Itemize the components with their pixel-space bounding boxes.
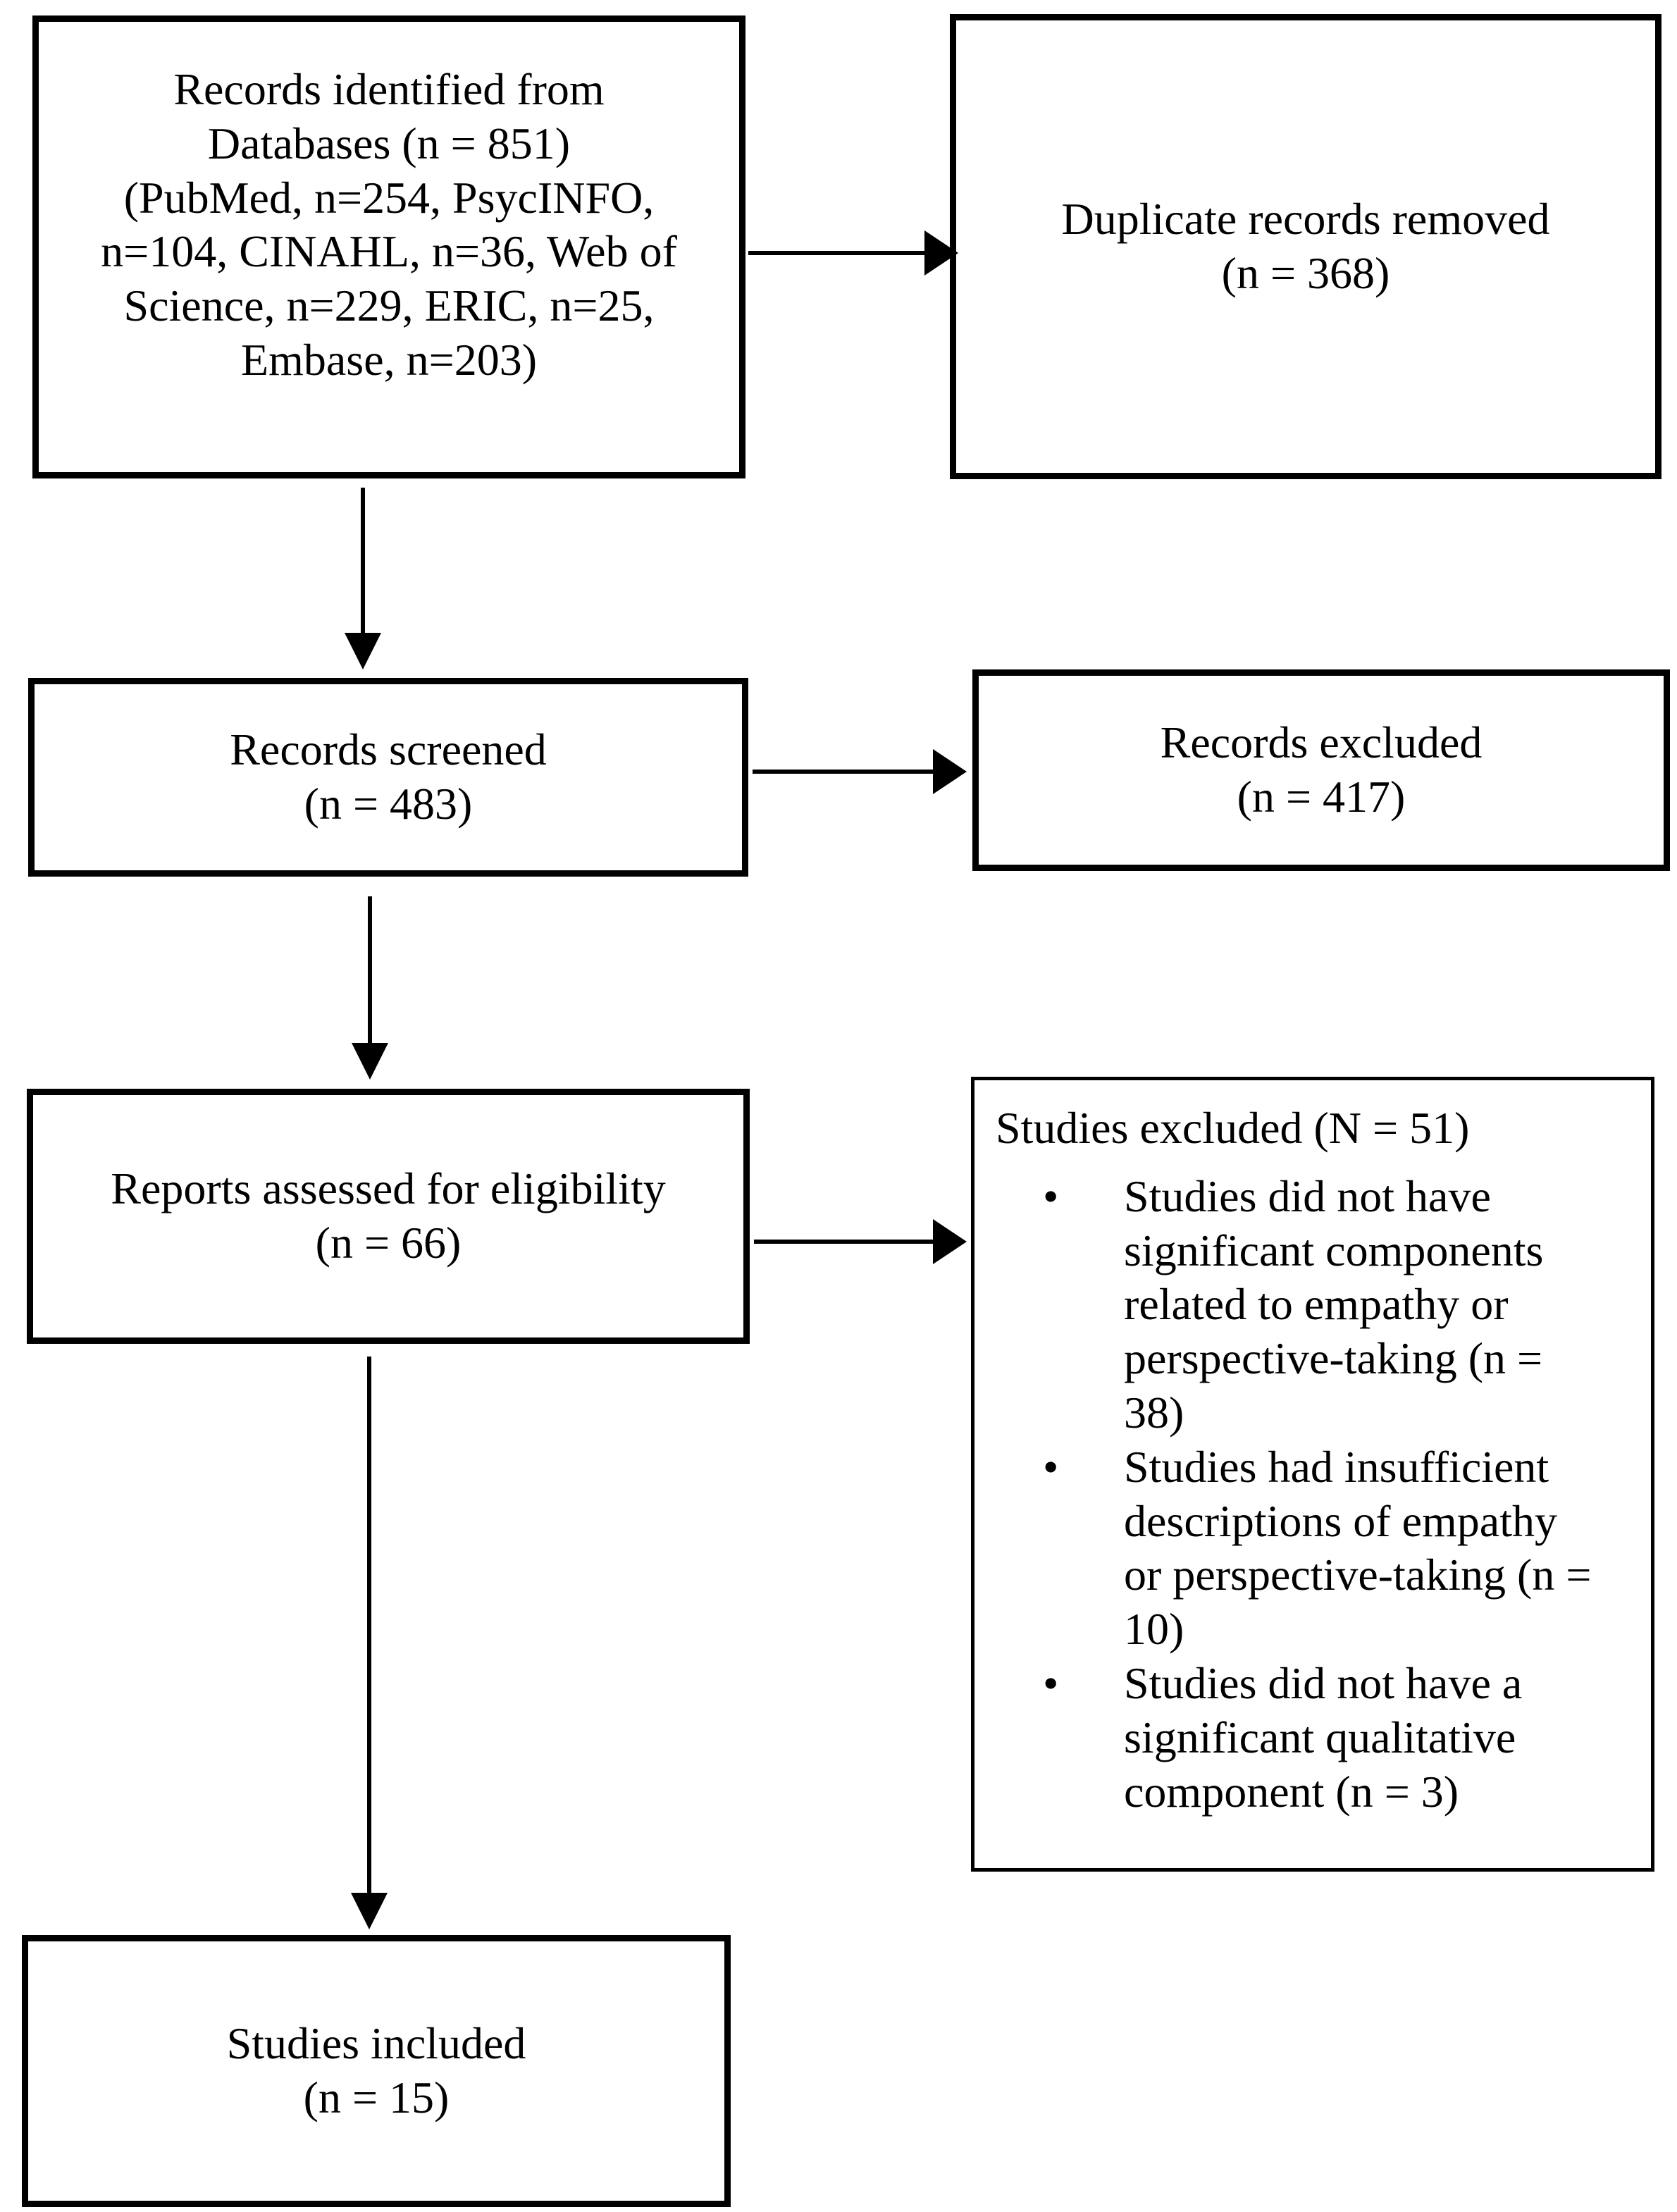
records-excluded-box: Records excluded (n = 417) [972, 669, 1670, 871]
arrow-line [753, 770, 937, 774]
right-arrowhead-icon [933, 749, 967, 794]
studies-excluded-box: Studies excluded (N = 51) • Studies did n… [971, 1077, 1654, 1872]
studies-excluded-header: Studies excluded (N = 51) [996, 1103, 1470, 1153]
list-item: • Studies did not have significant compon… [1043, 1170, 1644, 1440]
duplicates-removed-box-text: Duplicate records removed (n = 368) [1061, 194, 1550, 298]
arrow-line [748, 251, 930, 255]
list-item: • Studies did not have a significant qual… [1043, 1657, 1644, 1819]
reports-assessed-box: Reports assessed for eligibility (n = 66… [27, 1089, 750, 1344]
identification-box: Records identified from Databases (n = 8… [32, 16, 745, 478]
identification-box-text: Records identified from Databases (n = 8… [101, 64, 677, 385]
studies-included-box: Studies included (n = 15) [22, 1935, 731, 2207]
arrow-line [361, 488, 365, 634]
reports-assessed-box-text: Reports assessed for eligibility (n = 66… [111, 1163, 666, 1268]
arrow-line [754, 1240, 937, 1244]
records-excluded-box-text: Records excluded (n = 417) [1160, 717, 1483, 822]
right-arrowhead-icon [933, 1219, 967, 1264]
studies-included-box-text: Studies included (n = 15) [226, 2018, 526, 2123]
list-item: • Studies had insufficient descriptions o… [1043, 1440, 1644, 1657]
records-screened-box: Records screened (n = 483) [28, 678, 748, 877]
down-arrowhead-icon [345, 633, 381, 669]
bullet-dot-icon: • [1043, 1657, 1059, 1708]
bullet-dot-icon: • [1043, 1441, 1059, 1492]
studies-excluded-bullet-list: • Studies did not have significant compon… [996, 1170, 1644, 1819]
bullet-text: Studies had insufficient descriptions of… [1124, 1441, 1592, 1655]
bullet-dot-icon: • [1043, 1170, 1059, 1221]
bullet-text: Studies did not have significant compone… [1124, 1170, 1544, 1438]
records-screened-box-text: Records screened (n = 483) [230, 724, 547, 829]
duplicates-removed-box: Duplicate records removed (n = 368) [950, 14, 1661, 479]
arrow-line [368, 896, 372, 1044]
arrow-line [367, 1357, 371, 1894]
right-arrowhead-icon [924, 230, 958, 276]
down-arrowhead-icon [352, 1043, 388, 1080]
down-arrowhead-icon [351, 1893, 388, 1929]
bullet-text: Studies did not have a significant quali… [1124, 1657, 1523, 1817]
